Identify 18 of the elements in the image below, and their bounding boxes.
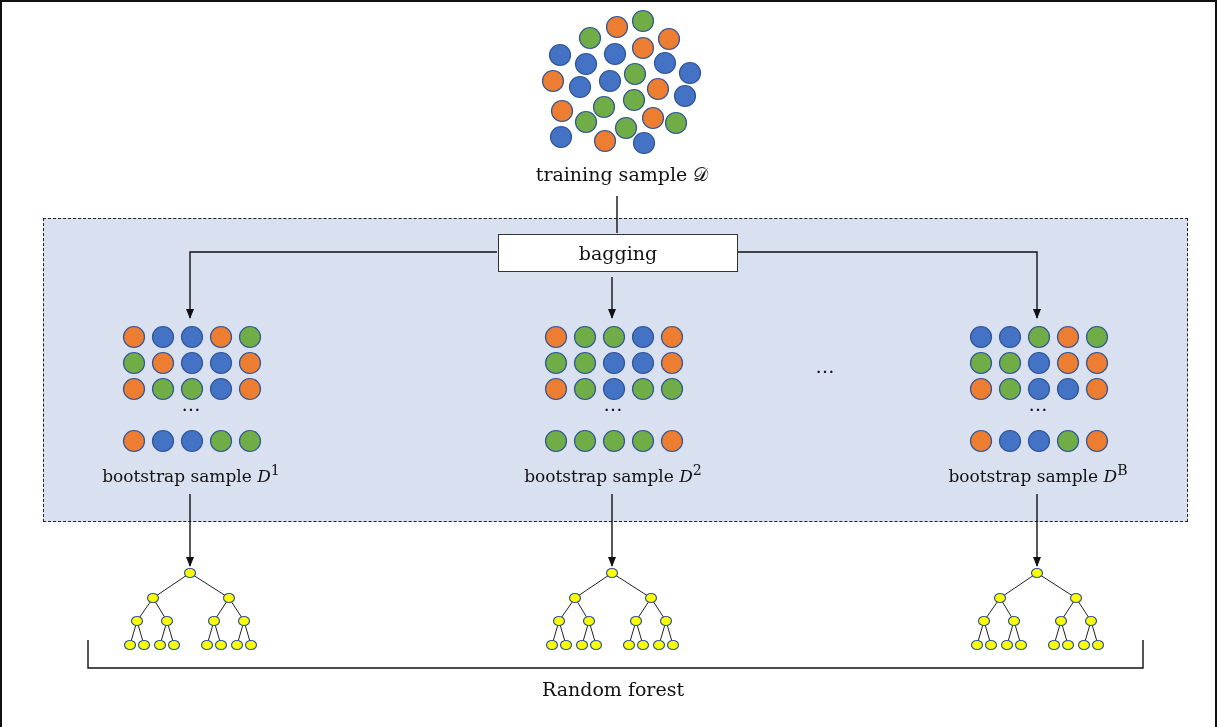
arrow (736, 251, 1041, 319)
arrow (1033, 493, 1041, 567)
sample-caption: training sample 𝒟 (534, 163, 710, 186)
arrow (608, 493, 616, 567)
sample-caption: bootstrap sample D$^{2}$ (523, 462, 703, 486)
dashed-region (43, 218, 1188, 522)
ellipsis: … (1027, 395, 1049, 413)
arrow (608, 276, 616, 319)
arrow (186, 493, 194, 567)
process-box: bagging (498, 234, 738, 272)
sample-caption: bootstrap sample D$^{1}$ (101, 462, 281, 486)
ellipsis: … (180, 395, 202, 413)
arrow (186, 251, 498, 319)
ellipsis: … (602, 395, 624, 413)
bracket-label: Random forest (540, 678, 686, 700)
connector-line (616, 195, 618, 234)
sample-caption: bootstrap sample D$^{B}$ (947, 462, 1129, 486)
ellipsis: … (814, 355, 836, 377)
